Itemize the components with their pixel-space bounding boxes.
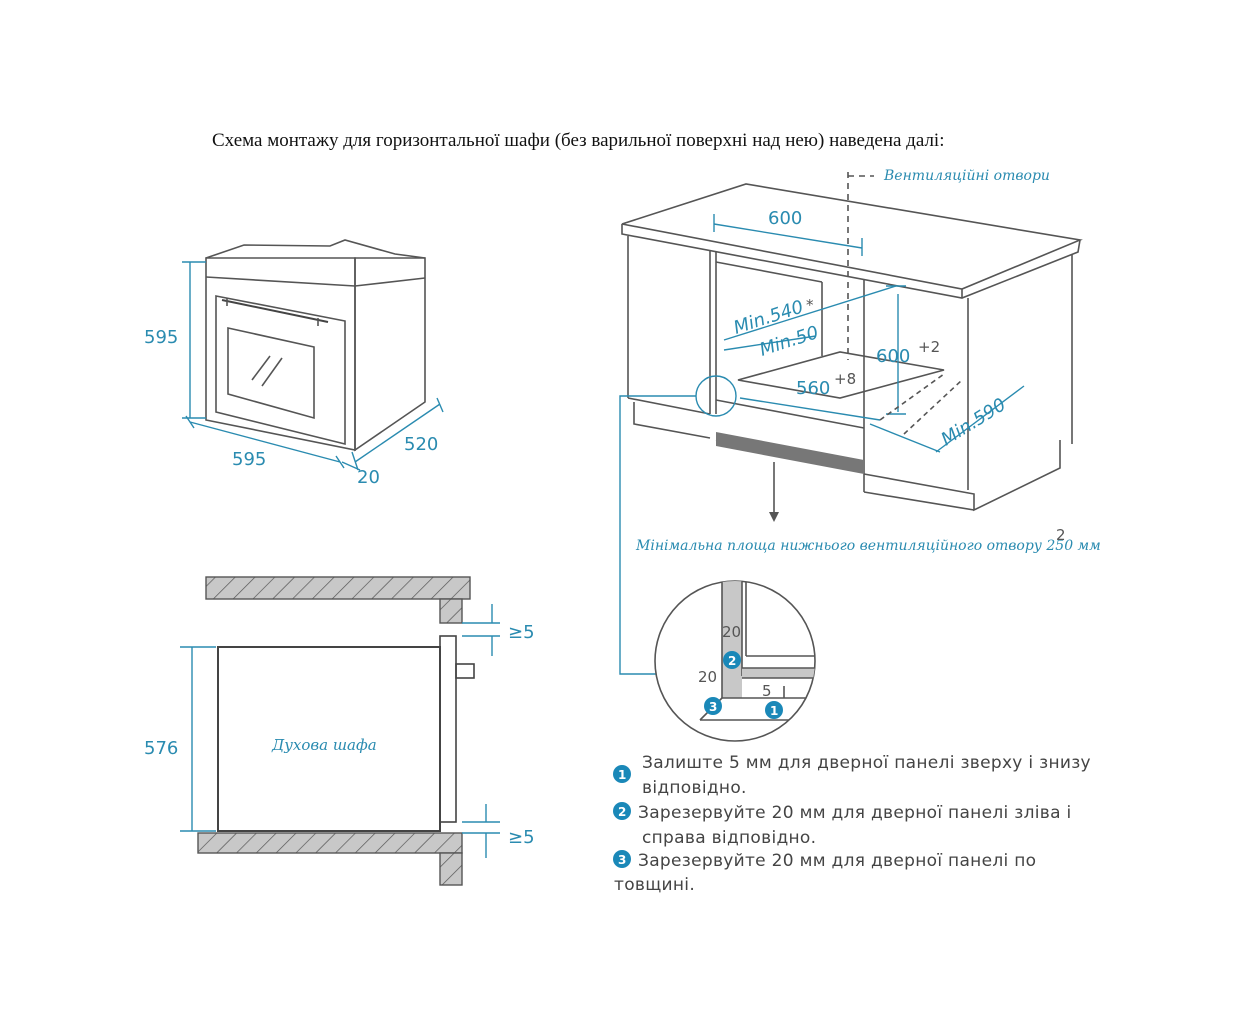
vent-openings-label: Вентиляційні отвори <box>883 168 1050 184</box>
detail-20a: 20 <box>722 623 741 641</box>
min540-star: * <box>806 296 814 314</box>
height-600-tolerance: +2 <box>918 338 940 356</box>
oven-3d-drawing <box>205 239 426 452</box>
width-560-label: 560 <box>796 378 830 399</box>
detail-5: 5 <box>762 682 772 700</box>
height-600-label: 600 <box>876 346 910 367</box>
legend-badge-3: 3 <box>618 853 626 867</box>
side-section-drawing <box>197 576 475 886</box>
width-560-tolerance: +8 <box>834 370 856 388</box>
detail-circle <box>654 580 816 742</box>
legend-badge-2: 2 <box>618 805 626 819</box>
legend-1-line2: відповідно. <box>642 778 747 798</box>
detail-badge-1: 1 <box>770 704 778 718</box>
legend-2-line2: справа відповідно. <box>642 828 816 848</box>
gap-top-label: ≥5 <box>508 622 535 643</box>
cabinet-dimension-lines <box>619 172 1025 675</box>
min590-label: Min.590 <box>938 394 1010 450</box>
legend-badge-1: 1 <box>618 768 626 782</box>
cabinet-3d-drawing <box>621 183 1083 512</box>
oven-door-label: 20 <box>357 467 380 488</box>
bottom-vent-note-sup: 2 <box>1056 526 1066 544</box>
gap-bottom-label: ≥5 <box>508 827 535 848</box>
oven-width-label: 595 <box>232 449 266 470</box>
detail-badge-2: 2 <box>728 654 736 668</box>
caption: Схема монтажу для горизонтальної шафи (б… <box>212 130 944 151</box>
side-height-label: 576 <box>144 738 178 759</box>
legend: 1 Залиште 5 мм для дверної панелі зверху… <box>613 753 1091 895</box>
bottom-vent-note: Мінімальна площа нижнього вентиляційного… <box>635 538 1101 554</box>
cabinet-width-600-label: 600 <box>768 208 802 229</box>
oven-depth-label: 520 <box>404 434 438 455</box>
detail-badge-3: 3 <box>709 700 717 714</box>
legend-3-line1: Зарезервуйте 20 мм для дверної панелі по <box>638 851 1036 871</box>
legend-2-line1: Зарезервуйте 20 мм для дверної панелі зл… <box>638 803 1072 823</box>
detail-badges: 2 3 1 <box>704 651 783 719</box>
detail-20b: 20 <box>698 668 717 686</box>
oven-height-label: 595 <box>144 327 178 348</box>
legend-3-line2: товщині. <box>614 875 695 895</box>
oven-label: Духова шафа <box>271 736 377 754</box>
side-dimension-lines <box>180 604 500 858</box>
legend-1-line1: Залиште 5 мм для дверної панелі зверху і… <box>642 753 1091 773</box>
oven-dimension-lines <box>182 261 444 471</box>
